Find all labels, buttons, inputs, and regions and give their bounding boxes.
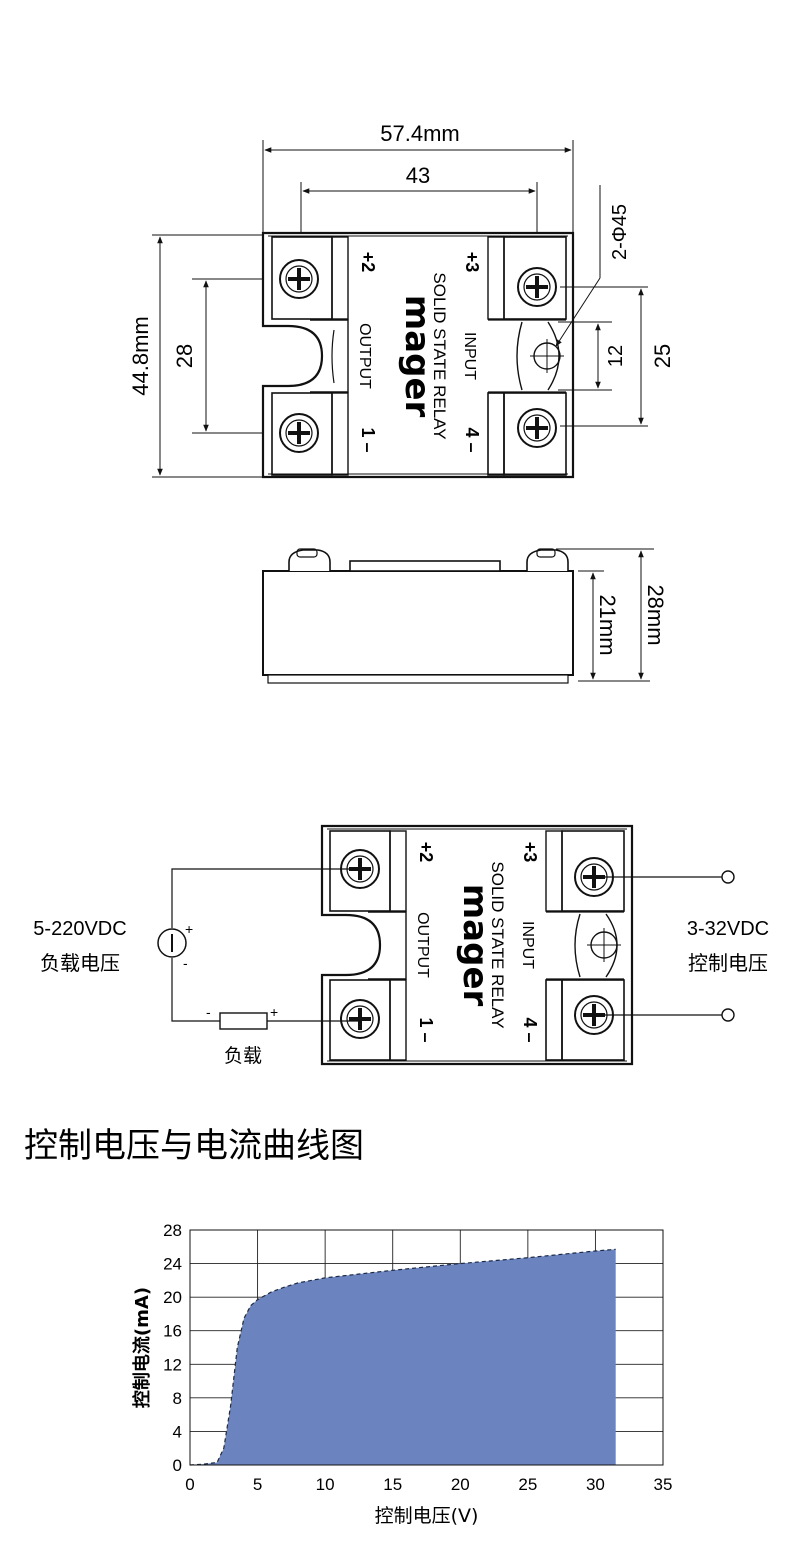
y-tick-label: 0 <box>173 1456 182 1475</box>
resistor-minus: - <box>206 1004 211 1020</box>
input-label: INPUT <box>461 332 478 380</box>
resistor-icon <box>219 1012 268 1030</box>
x-tick-label: 0 <box>185 1475 194 1494</box>
source-plus: + <box>185 921 193 937</box>
terminal-2-label: +2 <box>358 252 378 273</box>
chart-x-ticks: 0 5 10 15 20 25 30 35 <box>185 1475 672 1494</box>
x-tick-label: 30 <box>586 1475 605 1494</box>
relay-top-body: mager SOLID STATE RELAY OUTPUT INPUT +2 … <box>261 231 575 479</box>
y-tick-label: 16 <box>163 1322 182 1341</box>
chart-line-series <box>189 1248 616 1466</box>
relay-name: SOLID STATE RELAY <box>430 272 449 439</box>
section-title: 控制电压与电流曲线图 <box>24 1126 364 1166</box>
terminal-4-label: 4 – <box>462 427 482 452</box>
side-view: 21mm 28mm <box>262 548 668 684</box>
x-tick-label: 35 <box>654 1475 673 1494</box>
terminal-4-label: 4 – <box>520 1017 540 1042</box>
terminal-3-label: +3 <box>462 252 482 273</box>
input-label: INPUT <box>519 921 536 969</box>
screw-icon <box>517 267 557 307</box>
relay-brand: mager <box>397 295 437 418</box>
terminal-1-label: 1 – <box>416 1017 436 1042</box>
top-view: 57.4mm 43 44.8mm 28 <box>128 121 675 479</box>
source-minus: - <box>183 955 188 971</box>
control-current-chart: 0 5 10 15 20 25 30 35 0 4 8 12 16 20 24 28 控制电压(V) 控制电… <box>131 1221 672 1527</box>
terminal-3-label: +3 <box>520 842 540 863</box>
control-voltage-label: 3-32VDC <box>687 918 769 940</box>
x-tick-label: 25 <box>518 1475 537 1494</box>
right-spacing-label: 25 <box>650 344 675 368</box>
chart-x-axis-label: 控制电压(V) <box>375 1505 479 1527</box>
output-label: OUTPUT <box>356 323 373 389</box>
mounting-hole-icon <box>587 928 621 962</box>
x-tick-label: 20 <box>451 1475 470 1494</box>
screw-icon <box>279 413 319 453</box>
left-spacing-label: 28 <box>172 344 197 368</box>
load-voltage-label: 5-220VDC <box>33 918 126 940</box>
load-voltage-cn-label: 负载电压 <box>40 951 120 975</box>
chart-plot-frame <box>189 1229 664 1466</box>
hole-spacing-label: 43 <box>406 163 430 188</box>
hole-size-label: 2-Φ45 <box>609 204 631 260</box>
height-total-label: 44.8mm <box>128 316 153 395</box>
chart-area-series <box>190 1249 616 1465</box>
wire <box>171 868 360 928</box>
terminal-node-icon <box>721 1008 735 1022</box>
y-tick-label: 28 <box>163 1221 182 1240</box>
x-tick-label: 10 <box>316 1475 335 1494</box>
y-tick-label: 24 <box>163 1255 182 1274</box>
wiring-diagram: mager SOLID STATE RELAY OUTPUT INPUT +2 … <box>33 824 769 1067</box>
x-tick-label: 5 <box>253 1475 262 1494</box>
screw-icon <box>340 999 380 1039</box>
load-label: 负载 <box>224 1045 262 1067</box>
y-tick-label: 20 <box>163 1288 182 1307</box>
terminal-1-label: 1 – <box>358 427 378 452</box>
relay-wiring-body: mager SOLID STATE RELAY OUTPUT INPUT +2 … <box>320 824 634 1066</box>
x-tick-label: 15 <box>383 1475 402 1494</box>
body-height-label: 21mm <box>595 594 620 655</box>
mounting-hole-icon <box>530 339 564 373</box>
output-label: OUTPUT <box>414 912 431 978</box>
control-voltage-cn-label: 控制电压 <box>688 951 768 975</box>
y-tick-label: 12 <box>163 1355 182 1374</box>
y-tick-label: 4 <box>173 1422 182 1441</box>
hole-offset-label: 12 <box>605 345 627 367</box>
width-total-label: 57.4mm <box>380 121 459 146</box>
terminal-node-icon <box>721 870 735 884</box>
y-tick-label: 8 <box>173 1389 182 1408</box>
relay-brand: mager <box>455 884 495 1007</box>
chart-y-ticks: 0 4 8 12 16 20 24 28 <box>163 1221 182 1475</box>
screw-icon <box>279 259 319 299</box>
resistor-plus: + <box>270 1004 278 1020</box>
total-height-label: 28mm <box>643 584 668 645</box>
relay-name: SOLID STATE RELAY <box>488 861 507 1028</box>
screw-icon <box>517 408 557 448</box>
wire <box>171 958 220 1022</box>
chart-y-axis-label: 控制电流(mA) <box>131 1287 153 1408</box>
current-source-icon <box>157 928 187 958</box>
terminal-2-label: +2 <box>416 842 436 863</box>
